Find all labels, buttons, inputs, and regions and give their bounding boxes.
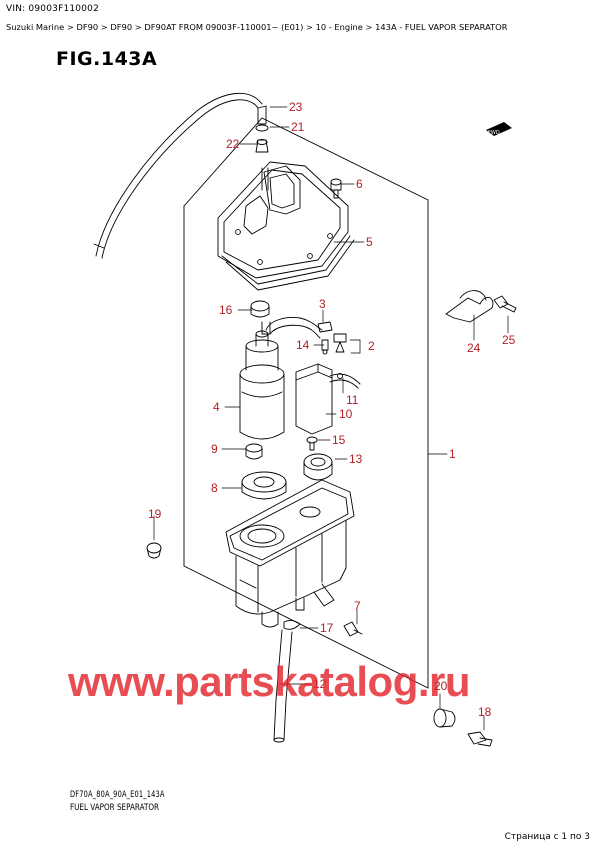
page-info: Страница с 1 по 3	[504, 832, 590, 842]
part-9-cap	[245, 443, 263, 460]
watermark-logo: www.partskatalog.ru	[68, 658, 471, 705]
breadcrumb-item-current: > 143A - FUEL VAPOR SEPARATOR	[362, 22, 508, 32]
part-25-bolt	[493, 295, 517, 313]
callout-19[interactable]: 19	[148, 507, 162, 521]
part-10-filter	[295, 363, 333, 435]
callout-18[interactable]: 18	[478, 705, 492, 719]
callout-7[interactable]: 7	[354, 599, 361, 613]
part-4-fuel-pump	[239, 330, 285, 440]
callout-15[interactable]: 15	[332, 433, 346, 447]
part-23-hose	[93, 92, 267, 259]
part-15-screw	[306, 436, 318, 451]
breadcrumb-item-model[interactable]: > DF90	[64, 22, 99, 32]
part-11-hose	[329, 373, 361, 389]
breadcrumb-item-variant[interactable]: > DF90AT FROM 09003F-110001~ (E01)	[132, 22, 304, 32]
callout-17[interactable]: 17	[320, 621, 334, 635]
callout-11[interactable]: 11	[346, 393, 359, 407]
callout-25[interactable]: 25	[502, 333, 516, 347]
callout-21[interactable]: 21	[291, 120, 305, 134]
breadcrumb-item-submodel[interactable]: > DF90	[98, 22, 133, 32]
callout-20[interactable]: 20	[434, 679, 448, 693]
callout-22[interactable]: 22	[226, 137, 240, 151]
callout-1[interactable]: 1	[449, 447, 456, 461]
part-16-seal	[250, 300, 270, 318]
callout-8[interactable]: 8	[211, 481, 218, 495]
part-8-holder	[241, 471, 287, 500]
callout-23[interactable]: 23	[289, 100, 303, 114]
fwd-arrow-icon: FWD	[486, 122, 512, 136]
vin-label: VIN: 09003F110002	[6, 4, 100, 14]
figure-caption: FUEL VAPOR SEPARATOR	[70, 803, 160, 813]
breadcrumb: Suzuki Marine > DF90 > DF90 > DF90AT FRO…	[6, 22, 507, 32]
part-17-clip	[283, 619, 301, 630]
callout-14[interactable]: 14	[296, 338, 310, 352]
callout-24[interactable]: 24	[467, 341, 481, 355]
figure-title: FIG.143A	[56, 48, 158, 70]
pump-wiring	[261, 317, 323, 339]
callout-3[interactable]: 3	[319, 297, 326, 311]
assembly-outline	[183, 117, 429, 689]
callout-12[interactable]: 12	[313, 677, 327, 691]
breadcrumb-item-group[interactable]: > 10 - Engine	[303, 22, 363, 32]
part-2-connector	[333, 333, 347, 353]
part-12-drain-hose	[273, 629, 293, 743]
part-5-cover	[217, 161, 355, 291]
part-14-connector	[321, 339, 329, 355]
figure-code: DF70A_80A_90A_E01_143A	[70, 790, 165, 800]
part-1-separator-body	[225, 479, 355, 628]
part-3-clip	[317, 321, 333, 333]
callout-10[interactable]: 10	[339, 407, 353, 421]
part-13-regulator	[303, 453, 333, 481]
callout-5[interactable]: 5	[366, 235, 373, 249]
part-6-screw	[330, 178, 342, 199]
callout-4[interactable]: 4	[213, 400, 220, 414]
callout-6[interactable]: 6	[356, 177, 363, 191]
part-20-mount	[433, 708, 456, 728]
callout-13[interactable]: 13	[349, 452, 363, 466]
svg-text:FWD: FWD	[488, 130, 500, 136]
part-7-bolt	[343, 621, 363, 637]
part-18-bolt	[467, 731, 493, 747]
breadcrumb-item-brand[interactable]: Suzuki Marine	[6, 22, 65, 32]
part-19-grommet	[146, 542, 162, 559]
callout-2[interactable]: 2	[368, 339, 375, 353]
part-21-22-fitting	[255, 124, 269, 153]
callout-16[interactable]: 16	[219, 303, 233, 317]
callout-9[interactable]: 9	[211, 442, 218, 456]
part-24-bracket	[445, 290, 494, 323]
